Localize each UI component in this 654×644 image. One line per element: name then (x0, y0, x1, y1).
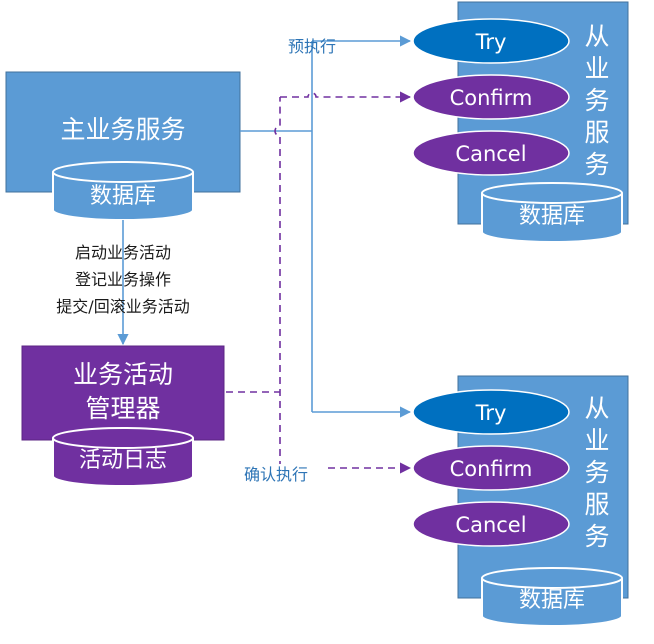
cancel-oval-bottom: Cancel (412, 501, 570, 547)
confirm-vertical-bus (274, 97, 281, 468)
confirm-arrow-top (280, 91, 412, 103)
db-label: 数据库 (90, 184, 156, 209)
sub-service-title-char: 服 (584, 118, 609, 147)
try-oval-bottom: Try (412, 389, 570, 435)
confirm-label-bg (228, 464, 324, 484)
sub-service-title-char: 服 (584, 490, 609, 519)
try-label: Try (475, 30, 507, 54)
db-label: 数据库 (519, 588, 585, 613)
sub-service-title-char: 从 (584, 22, 609, 51)
step-label: 登记业务操作 (75, 270, 171, 289)
sub-service-top: 从 业 务 服 务 数据库 Try Confirm Cancel (412, 1, 629, 243)
cancel-label: Cancel (455, 513, 526, 537)
confirm-label: Confirm (450, 457, 533, 481)
main-service: 主业务服务 数据库 (5, 71, 241, 221)
sub-service-title-char: 务 (584, 150, 609, 179)
try-exec-label: 预执行 (288, 37, 336, 56)
activity-manager-title-line2: 管理器 (85, 394, 160, 423)
sub-service-title-char: 从 (584, 394, 609, 423)
activity-log-label: 活动日志 (79, 448, 167, 473)
cancel-oval-top: Cancel (412, 130, 570, 176)
try-connectors (240, 35, 412, 418)
cancel-label: Cancel (455, 142, 526, 166)
activity-log-db: 活动日志 (52, 427, 194, 487)
try-label: Try (475, 401, 507, 425)
sub-service-top-db: 数据库 (481, 182, 623, 243)
sub-service-title-char: 务 (584, 458, 609, 487)
confirm-connectors (226, 91, 412, 474)
activity-manager: 业务活动 管理器 活动日志 (21, 345, 225, 487)
confirm-exec-label: 确认执行 (244, 465, 308, 484)
main-service-title: 主业务服务 (60, 115, 185, 144)
sub-service-bottom-db: 数据库 (481, 567, 623, 627)
sub-service-bottom: 从 业 务 服 务 数据库 Try Confirm Cancel (412, 375, 629, 627)
sub-service-title-char: 务 (584, 86, 609, 115)
sub-service-bottom-title: 从 业 务 服 务 (584, 394, 609, 551)
sub-service-title-char: 业 (584, 54, 609, 83)
sub-service-title-char: 务 (584, 522, 609, 551)
sub-service-title-char: 业 (584, 426, 609, 455)
try-oval-top: Try (412, 18, 570, 64)
step-label: 启动业务活动 (75, 243, 171, 262)
db-label: 数据库 (519, 204, 585, 229)
main-service-db: 数据库 (52, 161, 194, 221)
confirm-label: Confirm (450, 86, 533, 110)
confirm-oval-top: Confirm (412, 74, 570, 120)
activity-manager-title-line1: 业务活动 (73, 360, 173, 389)
main-steps: 启动业务活动 登记业务操作 提交/回滚业务活动 (56, 243, 189, 316)
confirm-oval-bottom: Confirm (412, 445, 570, 491)
step-label: 提交/回滚业务活动 (56, 297, 189, 316)
sub-service-top-title: 从 业 务 服 务 (584, 22, 609, 179)
